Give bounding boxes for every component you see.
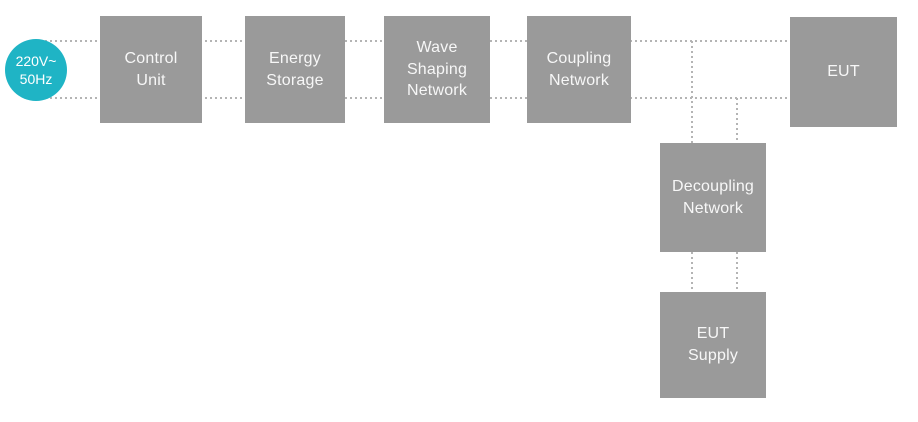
control-unit-label: Control Unit <box>124 49 178 89</box>
decoupling-network-label: Decoupling Network <box>671 177 755 217</box>
wave-shaping-network-label: Wave Shaping Network <box>406 39 468 100</box>
coupling-network-block: Coupling Network <box>527 16 631 123</box>
energy-storage-label: Energy Storage <box>266 49 324 89</box>
coupling-network-label: Coupling Network <box>546 49 612 89</box>
decoupling-network-block: Decoupling Network <box>660 143 766 252</box>
decoupling-to-eut-supply-line-right <box>736 252 738 292</box>
coupling-to-decoupling-line-right <box>736 98 738 143</box>
ac-source-label: 220V~ 50Hz <box>15 52 57 87</box>
eut-supply-label: EUT Supply <box>687 325 739 364</box>
wave-shaping-network-block: Wave Shaping Network <box>384 16 490 123</box>
coupling-to-decoupling-line-left <box>691 41 693 143</box>
energy-storage-block: Energy Storage <box>245 16 345 123</box>
eut-block: EUT <box>790 17 897 127</box>
ac-source-ellipse: 220V~ 50Hz <box>5 39 67 101</box>
eut-supply-block: EUT Supply <box>660 292 766 398</box>
decoupling-to-eut-supply-line-left <box>691 252 693 292</box>
eut-label: EUT <box>827 63 860 81</box>
control-unit-block: Control Unit <box>100 16 202 123</box>
